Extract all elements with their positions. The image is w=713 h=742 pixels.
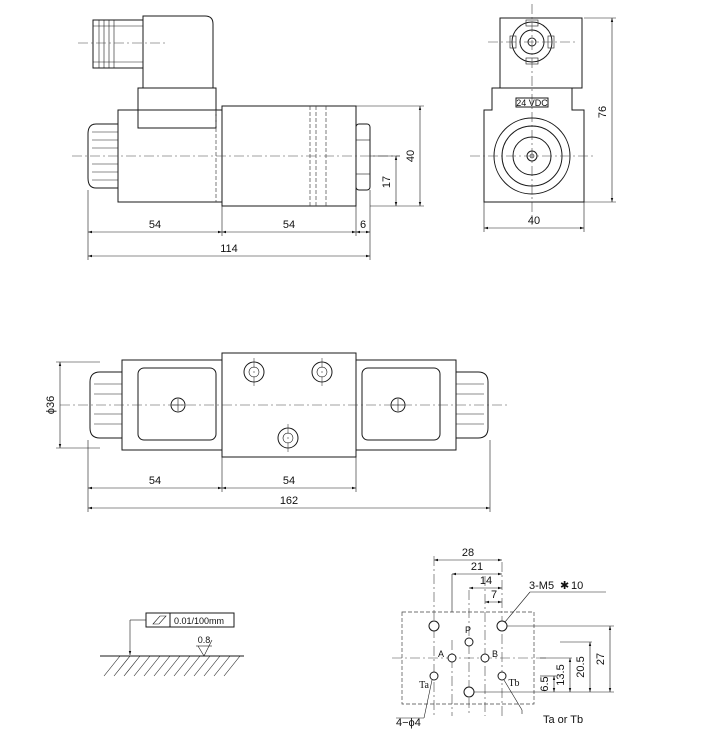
thread-hole-1	[428, 620, 440, 632]
tank-note: Ta or Tb	[543, 714, 583, 726]
thread-callout: 3-M5 ✱ 10	[504, 580, 606, 623]
dim-40-height: 40	[405, 150, 417, 162]
side-connector	[499, 17, 583, 89]
connector-plug	[78, 15, 214, 89]
dim-7: 7	[491, 589, 497, 601]
dim-76: 76	[597, 106, 609, 118]
flatness-icon	[152, 615, 167, 625]
top-knob-left	[89, 371, 122, 439]
dim-14: 14	[480, 575, 492, 587]
dim-dia36: ϕ36	[45, 396, 57, 414]
port-tb-hole	[497, 671, 507, 681]
port-ta-label: Ta	[419, 680, 429, 691]
dim-114: 114	[220, 243, 238, 255]
end-nut	[355, 123, 371, 191]
tank-callout: Ta or Tb	[503, 679, 583, 726]
dim-54-c: 54	[149, 475, 161, 487]
front-view: 54 54 6 114 40 17	[72, 15, 424, 260]
side-view: 24 VDC 76 40	[470, 4, 616, 232]
top-connector-right	[361, 367, 441, 441]
port-a-label: A	[438, 649, 444, 659]
depth-symbol: ✱	[560, 580, 569, 592]
port-p-label: P	[465, 625, 471, 635]
roughness-symbol	[197, 639, 213, 657]
port-b-label: B	[492, 649, 498, 659]
dim-20-5: 20.5	[575, 656, 587, 677]
dim-6: 6	[360, 219, 366, 231]
dim-162: 162	[280, 495, 298, 507]
port-p-hole	[464, 637, 474, 647]
port-tb-label: Tb	[508, 678, 519, 689]
thread-spec: 3-M5	[529, 580, 554, 592]
port-b-hole	[480, 653, 490, 663]
dim-21: 21	[471, 561, 483, 573]
port-top-dimensions: 28 21 14 7	[434, 547, 502, 612]
holes-callout: 4−ϕ4	[396, 679, 433, 729]
roughness-value: 0.8	[198, 635, 211, 645]
surface-hatching	[103, 655, 241, 677]
coil-housing	[117, 87, 223, 203]
dim-27: 27	[595, 653, 607, 665]
dim-13-5: 13.5	[555, 664, 567, 685]
dim-40-width: 40	[528, 215, 540, 227]
manual-override-knob	[87, 123, 118, 189]
thread-hole-2	[496, 620, 508, 632]
flatness-value: 0.01/100mm	[174, 616, 224, 626]
holes-spec: 4−ϕ4	[396, 717, 421, 729]
dim-54-d: 54	[283, 475, 295, 487]
surface-spec: 0.01/100mm 0.8	[100, 612, 244, 677]
top-dimensions: ϕ36 54 54 162	[45, 361, 491, 512]
thread-depth: 10	[571, 580, 583, 592]
side-dimensions: 76 40	[483, 17, 616, 232]
port-pattern: P A B Ta Tb 28 21 14 7 3-M5 ✱ 10	[392, 547, 614, 729]
voltage-label: 24 VDC	[516, 98, 548, 108]
dim-54-b: 54	[283, 219, 295, 231]
dim-28: 28	[462, 547, 474, 559]
port-right-dimensions: 27 20.5 13.5 6.5	[474, 625, 614, 693]
dim-6-5: 6.5	[539, 676, 551, 691]
dim-17: 17	[381, 176, 393, 188]
port-a-hole	[447, 653, 457, 663]
top-connector-left	[137, 367, 217, 441]
front-dimensions: 54 54 6 114 40 17	[87, 105, 424, 260]
thread-hole-3	[463, 686, 475, 698]
top-view: ϕ36 54 54 162	[45, 352, 510, 512]
port-ta-hole	[429, 671, 439, 681]
dim-54-a: 54	[149, 219, 161, 231]
voltage-label-frame	[515, 97, 549, 108]
